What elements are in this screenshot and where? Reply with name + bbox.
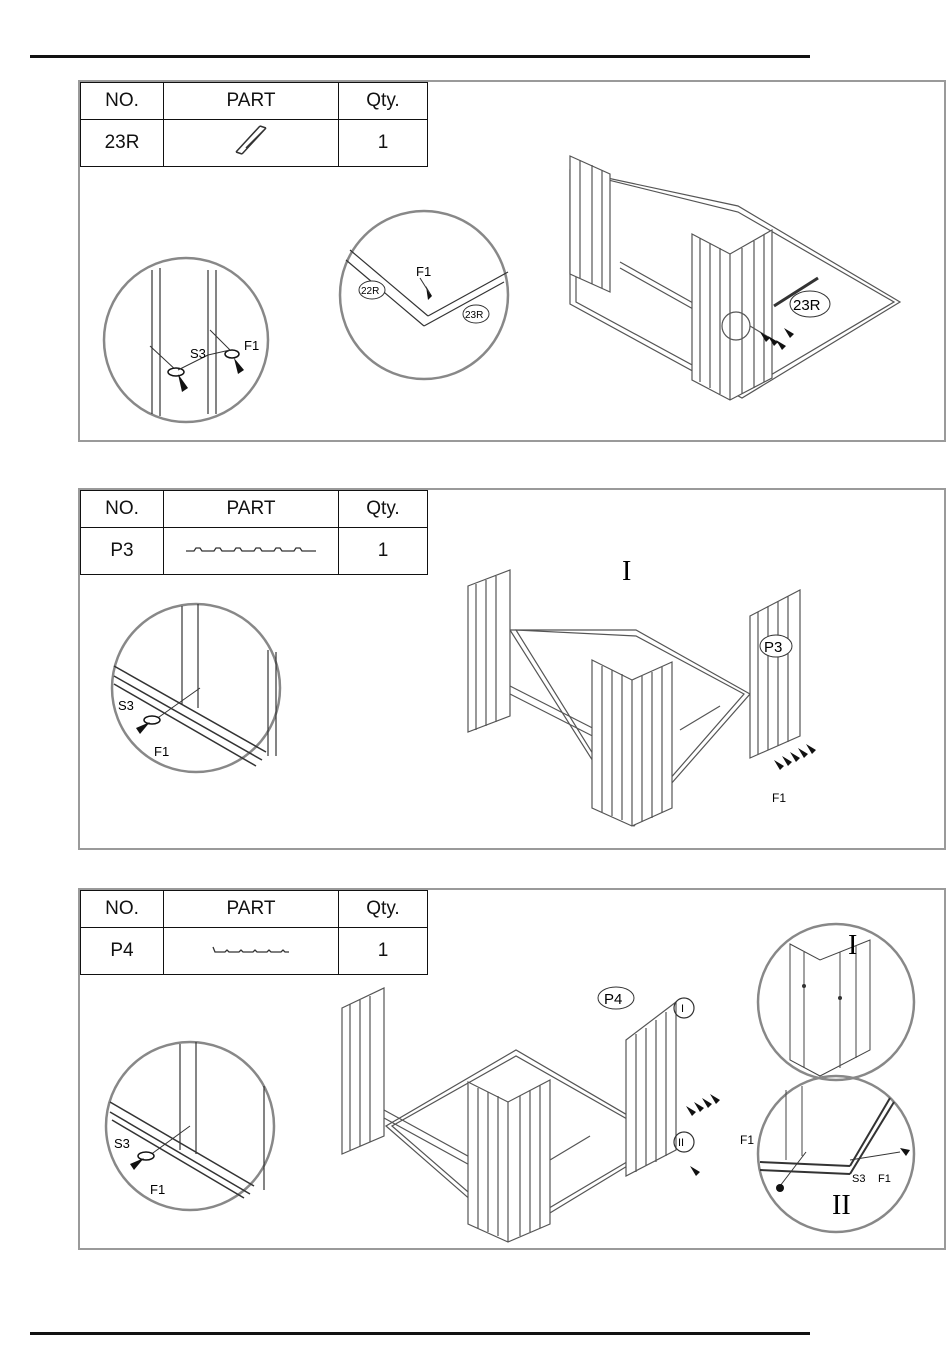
part-qty: 1 [339, 928, 428, 975]
callout-f1-detail: F1 [878, 1173, 891, 1185]
callout-f1: F1 [150, 1182, 165, 1197]
callout-bubble-p3: P3 [760, 635, 792, 657]
shed-frame-assembly [342, 988, 694, 1242]
callout-s3: S3 [118, 698, 134, 713]
callout-f1: F1 [416, 264, 431, 279]
header-no: NO. [81, 83, 164, 120]
parts-table: NO. PART Qty. P3 1 [80, 490, 428, 575]
callout-f1: F1 [244, 338, 259, 353]
part-qty: 1 [339, 120, 428, 167]
svg-text:23R: 23R [793, 297, 821, 314]
callout-bubble-22r: 22R [359, 281, 385, 299]
part-number: 23R [81, 120, 164, 167]
header-qty: Qty. [339, 891, 428, 928]
callout-bubble-23r-main: 23R [790, 291, 830, 317]
parts-table: NO. PART Qty. 23R 1 [80, 82, 428, 167]
shed-frame-assembly [468, 570, 800, 826]
detail-label-ii: II [832, 1190, 851, 1221]
shed-frame-assembly [570, 156, 900, 400]
callout-bubble-p4: P4 [598, 987, 634, 1009]
marker-i-small: I [681, 1003, 684, 1015]
detail-label-i: I [848, 930, 857, 961]
callout-s3: S3 [190, 346, 206, 361]
header-qty: Qty. [339, 83, 428, 120]
part-qty: 1 [339, 528, 428, 575]
step-panel-p3: S3 F1 F1 P3 I NO. [78, 488, 946, 850]
detail-circle-top [758, 924, 914, 1080]
rail-channel-icon [226, 120, 276, 160]
header-part: PART [164, 891, 339, 928]
svg-text:22R: 22R [361, 286, 379, 297]
part-number: P4 [81, 928, 164, 975]
part-image-cell [164, 928, 339, 975]
panel-profile-icon [184, 544, 318, 556]
header-part: PART [164, 491, 339, 528]
screws-row [774, 744, 816, 770]
panel-profile-icon [211, 944, 291, 956]
parts-table: NO. PART Qty. P4 1 [80, 890, 428, 975]
part-image-cell [164, 528, 339, 575]
svg-text:P4: P4 [604, 991, 622, 1008]
callout-bubble-23r: 23R [463, 305, 489, 323]
svg-text:P3: P3 [764, 639, 782, 656]
detail-marker-i: I [622, 556, 631, 587]
header-no: NO. [81, 491, 164, 528]
header-no: NO. [81, 891, 164, 928]
marker-ii-small: II [678, 1137, 684, 1149]
detail-circle-base [106, 1042, 274, 1210]
callout-f1-main: F1 [772, 791, 786, 805]
detail-circle-base [112, 604, 280, 772]
step-panel-23r: S3 F1 F1 22R 23R [78, 80, 946, 442]
callout-f1-main: F1 [740, 1133, 754, 1147]
callout-f1: F1 [154, 744, 169, 759]
header-part: PART [164, 83, 339, 120]
part-image-cell [164, 120, 339, 167]
step-panel-p4: S3 F1 F1 P4 I [78, 888, 946, 1250]
callout-s3: S3 [114, 1136, 130, 1151]
callout-s3-detail: S3 [852, 1173, 865, 1185]
bottom-rule [30, 1332, 810, 1335]
header-qty: Qty. [339, 491, 428, 528]
top-rule [30, 55, 810, 58]
part-number: P3 [81, 528, 164, 575]
svg-text:23R: 23R [465, 310, 483, 321]
